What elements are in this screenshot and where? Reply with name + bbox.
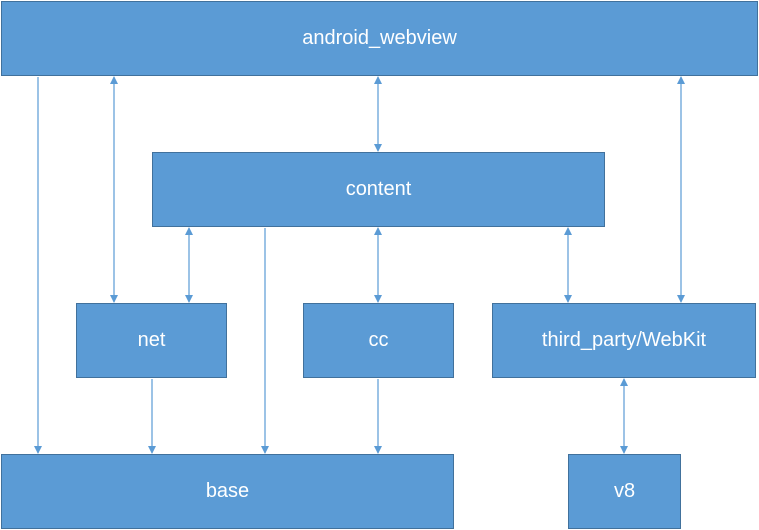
module-label: cc bbox=[368, 329, 389, 351]
module-label: third_party/WebKit bbox=[541, 329, 707, 351]
module-v8: v8 bbox=[568, 454, 681, 529]
module-label: v8 bbox=[613, 480, 636, 502]
module-cc: cc bbox=[303, 303, 454, 378]
module-label: android_webview bbox=[302, 27, 457, 49]
module-content: content bbox=[152, 152, 605, 227]
module-net: net bbox=[76, 303, 227, 378]
module-label: base bbox=[205, 480, 250, 502]
module-label: net bbox=[137, 329, 166, 351]
module-android-webview: android_webview bbox=[1, 1, 758, 76]
module-base: base bbox=[1, 454, 454, 529]
module-label: content bbox=[345, 178, 412, 200]
module-third-party-webkit: third_party/WebKit bbox=[492, 303, 756, 378]
